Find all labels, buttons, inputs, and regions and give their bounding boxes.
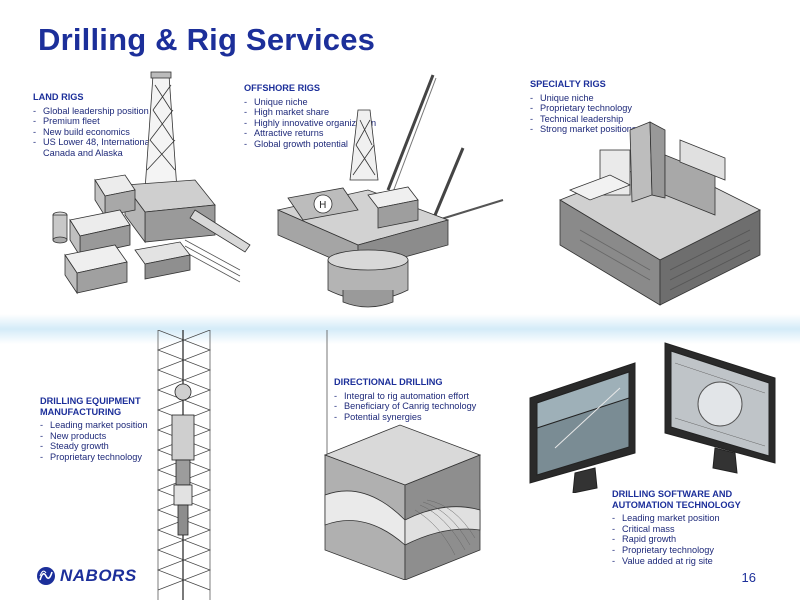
- land-rigs-section: LAND RIGS Global leadership position Pre…: [33, 92, 163, 159]
- list-item: Premium fleet: [33, 116, 163, 127]
- list-item: Steady growth: [40, 441, 170, 452]
- specialty-rigs-heading: SPECIALTY RIGS: [530, 79, 606, 89]
- list-item: High market share: [244, 107, 394, 118]
- software-monitors-illustration: [529, 342, 776, 493]
- heading-line: MANUFACTURING: [40, 406, 122, 417]
- list-item: Global leadership position: [33, 106, 163, 117]
- list-item: Proprietary technology: [530, 103, 680, 114]
- page-number: 16: [741, 570, 756, 585]
- drilling-equipment-heading: DRILLING EQUIPMENT MANUFACTURING: [40, 396, 170, 417]
- list-item: Unique niche: [530, 93, 680, 104]
- page-title: Drilling & Rig Services: [38, 22, 376, 57]
- list-item: Leading market position: [612, 513, 762, 524]
- list-item: New build economics: [33, 127, 163, 138]
- list-item: Strong market positions: [530, 124, 680, 135]
- nabors-logo: NABORS: [36, 566, 137, 586]
- drilling-equipment-illustration: [157, 330, 211, 600]
- list-item: Technical leadership: [530, 114, 680, 125]
- list-item: Critical mass: [612, 524, 762, 535]
- list-item: Global growth potential: [244, 139, 394, 150]
- list-item: Value added at rig site: [612, 556, 762, 567]
- software-section: DRILLING SOFTWARE AND AUTOMATION TECHNOL…: [612, 489, 762, 566]
- list-item: Attractive returns: [244, 128, 394, 139]
- list-item: Leading market position: [40, 420, 170, 431]
- nabors-logo-icon: [37, 567, 55, 585]
- offshore-rig-illustration: H: [276, 74, 504, 308]
- svg-text:H: H: [319, 200, 327, 211]
- list-item: US Lower 48, International, Canada and A…: [33, 137, 163, 158]
- heading-line: AUTOMATION TECHNOLOGY: [612, 499, 741, 510]
- offshore-rigs-section: OFFSHORE RIGS Unique niche High market s…: [244, 83, 394, 150]
- list-item: Integral to rig automation effort: [334, 391, 494, 402]
- list-item: New products: [40, 431, 170, 442]
- specialty-rigs-section: SPECIALTY RIGS Unique niche Proprietary …: [530, 79, 680, 135]
- heading-line: DRILLING EQUIPMENT: [40, 396, 141, 406]
- directional-drilling-illustration: [323, 330, 482, 580]
- list-item: Proprietary technology: [612, 545, 762, 556]
- divider-band: [0, 314, 800, 344]
- heading-line: DRILLING SOFTWARE AND: [612, 489, 733, 499]
- logo-text: NABORS: [60, 566, 137, 585]
- land-rig-illustration: [52, 71, 251, 295]
- list-item: Proprietary technology: [40, 452, 170, 463]
- list-item: Potential synergies: [334, 412, 494, 423]
- directional-drilling-section: DIRECTIONAL DRILLING Integral to rig aut…: [334, 377, 494, 422]
- directional-drilling-heading: DIRECTIONAL DRILLING: [334, 377, 443, 387]
- list-item: Rapid growth: [612, 534, 762, 545]
- specialty-rig-illustration: [559, 121, 761, 306]
- list-item: Beneficiary of Canrig technology: [334, 401, 494, 412]
- land-rigs-heading: LAND RIGS: [33, 92, 84, 102]
- list-item: Highly innovative organization: [244, 118, 394, 129]
- drilling-equipment-section: DRILLING EQUIPMENT MANUFACTURING Leading…: [40, 396, 170, 463]
- software-heading: DRILLING SOFTWARE AND AUTOMATION TECHNOL…: [612, 489, 762, 510]
- list-item: Unique niche: [244, 97, 394, 108]
- offshore-rigs-heading: OFFSHORE RIGS: [244, 83, 321, 93]
